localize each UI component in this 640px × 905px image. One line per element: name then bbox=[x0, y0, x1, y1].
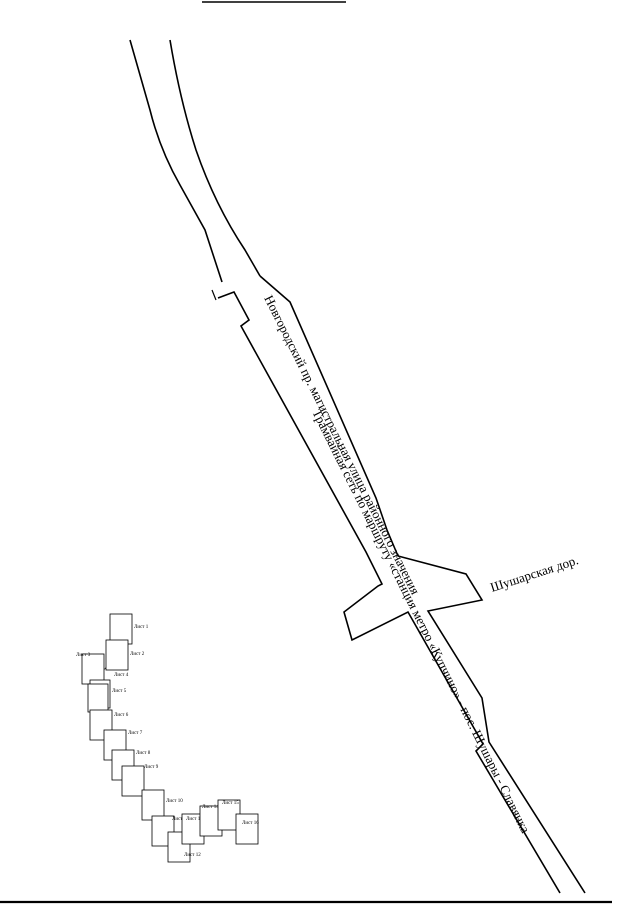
sheet-label: Лист 16 bbox=[242, 821, 259, 826]
sheet-label: Лист 15 bbox=[222, 801, 239, 806]
road-outline bbox=[217, 275, 586, 894]
sheet-label: Лист 9 bbox=[144, 765, 159, 770]
break-mark bbox=[211, 289, 217, 301]
sheet-label: Лист 6 bbox=[114, 713, 129, 718]
sheet-label: Лист 11 bbox=[172, 817, 189, 822]
sheet-label: Лист 3 bbox=[76, 653, 91, 658]
sheet-label: Лист 7 bbox=[128, 731, 143, 736]
sheet-label: Лист 1 bbox=[134, 625, 149, 630]
sheet-label: Лист 14 bbox=[202, 805, 219, 810]
sheet-label: Лист 2 bbox=[130, 652, 145, 657]
sheet-frame bbox=[81, 653, 105, 685]
sheet-label: Лист 10 bbox=[166, 799, 183, 804]
sheet-index-map: Лист 1 Лист 2 Лист 3 Лист 4 Лист 5 Лист 6 Лист… bbox=[76, 613, 259, 863]
shusharskaya-road-label: Шушарская дор. bbox=[488, 552, 580, 595]
road-edge-west bbox=[129, 39, 223, 283]
sheet-label: Лист 4 bbox=[114, 673, 129, 678]
sheet-frame bbox=[235, 813, 259, 845]
sheet-label: Лист 13 bbox=[186, 817, 203, 822]
sheet-label: Лист 5 bbox=[112, 689, 127, 694]
sheet-frame bbox=[141, 789, 165, 821]
sheet-label: Лист 12 bbox=[184, 853, 201, 858]
sheet-label: Лист 8 bbox=[136, 751, 151, 756]
tram-route-label: Трамвайная сеть по маршруту «станция мет… bbox=[309, 407, 533, 836]
sheet-frame bbox=[121, 765, 145, 797]
sheet-frame bbox=[105, 639, 129, 671]
sheet-frame bbox=[109, 613, 133, 645]
sheet-frame bbox=[87, 683, 109, 713]
road-edge-east bbox=[169, 39, 261, 277]
